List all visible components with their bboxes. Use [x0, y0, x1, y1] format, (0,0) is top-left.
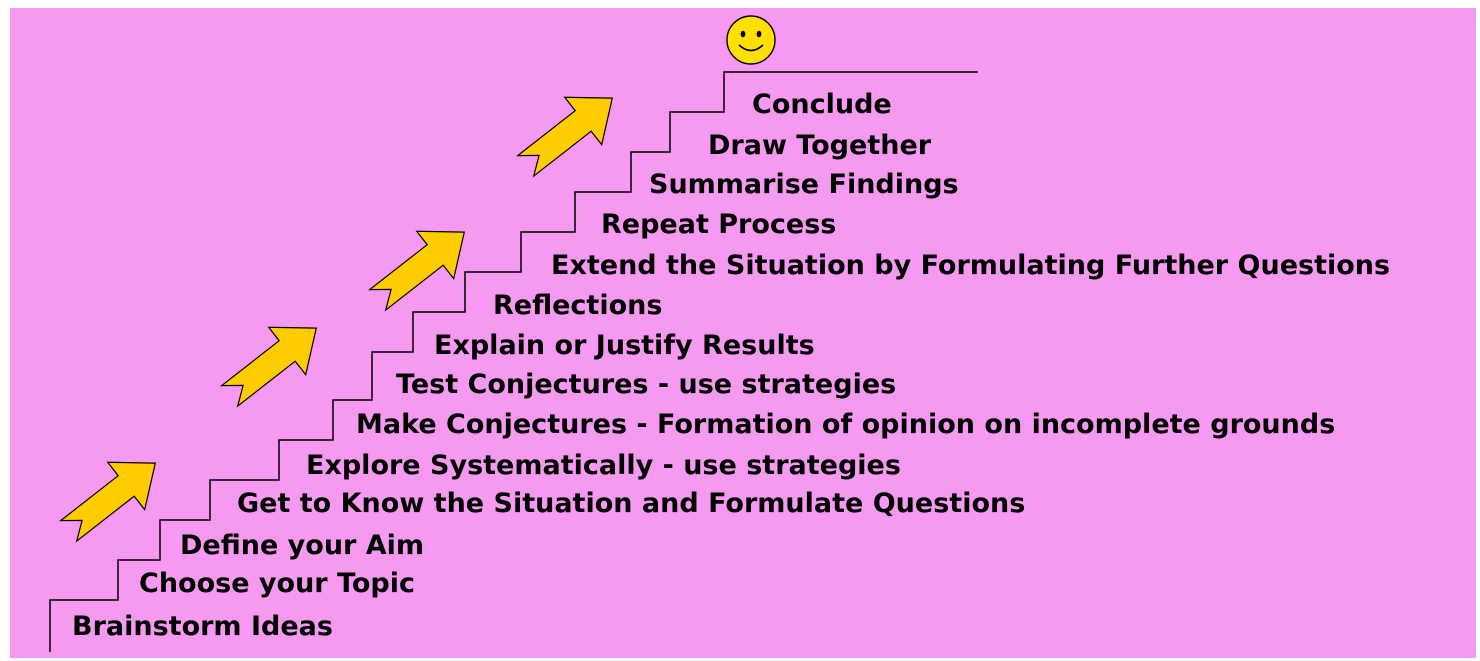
smiley-face-icon	[726, 15, 776, 65]
step-label: Choose your Topic	[139, 568, 415, 599]
step-label: Brainstorm Ideas	[72, 611, 333, 642]
step-label: Explore Systematically - use strategies	[306, 450, 901, 481]
step-label: Conclude	[752, 89, 892, 120]
up-right-arrow-icon	[367, 230, 466, 312]
up-right-arrow-icon	[515, 96, 614, 178]
staircase-line	[49, 71, 978, 652]
step-label: Reflections	[493, 290, 663, 321]
step-label: Define your Aim	[180, 530, 425, 561]
step-label: Test Conjectures - use strategies	[396, 369, 897, 400]
step-label: Make Conjectures - Formation of opinion …	[356, 409, 1336, 440]
step-label: Draw Together	[708, 130, 932, 161]
step-label: Summarise Findings	[649, 169, 959, 200]
up-right-arrow-icon	[219, 326, 318, 408]
up-right-arrow-icon	[58, 461, 157, 543]
step-label: Get to Know the Situation and Formulate …	[237, 488, 1026, 519]
step-label: Extend the Situation by Formulating Furt…	[551, 250, 1391, 281]
diagram-background	[10, 8, 1476, 658]
step-label: Repeat Process	[601, 209, 837, 240]
step-label: Explain or Justify Results	[434, 330, 815, 361]
